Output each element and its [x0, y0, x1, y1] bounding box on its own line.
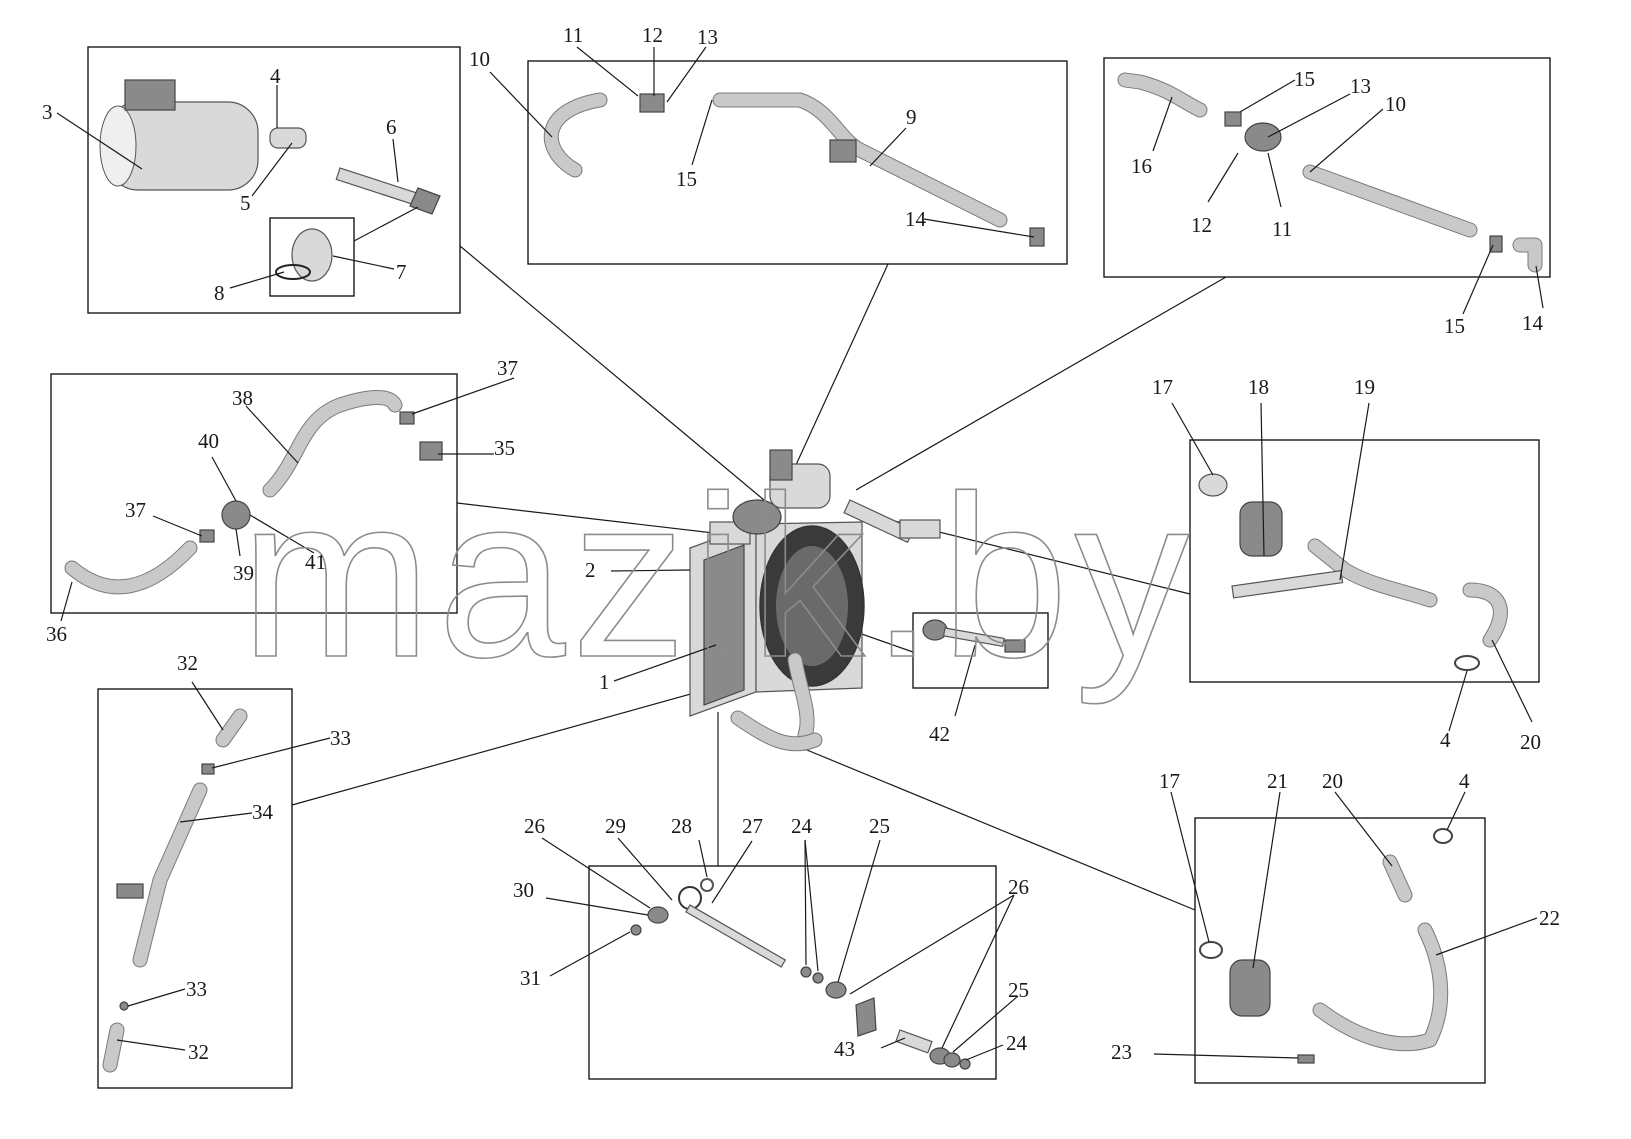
callout-20: 20 [1520, 730, 1541, 754]
detail-box-hose-left [50, 373, 458, 614]
callout-numbers: 3 4 5 6 7 8 10 11 12 13 15 9 14 15 13 10… [42, 23, 1560, 1064]
callout-35: 35 [494, 436, 515, 460]
callout-27: 27 [742, 814, 763, 838]
callout-13: 13 [1350, 74, 1371, 98]
callout-12: 12 [1191, 213, 1212, 237]
callout-4: 4 [1459, 769, 1470, 793]
callout-12: 12 [642, 23, 663, 47]
callout-24: 24 [791, 814, 813, 838]
upper-hose-parts [543, 92, 1045, 247]
callout-15: 15 [1444, 314, 1465, 338]
detail-box-sensor [912, 612, 1049, 689]
callout-33: 33 [330, 726, 351, 750]
detail-box-drain-hose [97, 688, 293, 1089]
callout-3: 3 [42, 100, 53, 124]
callout-10: 10 [1385, 92, 1406, 116]
callout-38: 38 [232, 386, 253, 410]
callout-39: 39 [233, 561, 254, 585]
callout-5: 5 [240, 191, 251, 215]
callout-8: 8 [214, 281, 225, 305]
pipe-assembly-parts [1199, 828, 1453, 1064]
callout-36: 36 [46, 622, 67, 646]
callout-14: 14 [1522, 311, 1544, 335]
callout-37: 37 [497, 356, 518, 380]
detail-box-intake-pipe [1189, 439, 1540, 683]
callout-24: 24 [1006, 1031, 1028, 1055]
callout-2: 2 [585, 558, 596, 582]
callout-25: 25 [1008, 978, 1029, 1002]
radiator-assembly [689, 449, 941, 752]
callout-16: 16 [1131, 154, 1152, 178]
callout-32: 32 [177, 651, 198, 675]
callout-10: 10 [469, 47, 490, 71]
callout-31: 31 [520, 966, 541, 990]
detail-box-cap [269, 217, 355, 297]
detail-box-hose-upper [527, 60, 1068, 265]
callout-42: 42 [929, 722, 950, 746]
callout-26: 26 [524, 814, 545, 838]
callout-43: 43 [834, 1037, 855, 1061]
air-filter-parts [99, 79, 441, 282]
callout-34: 34 [252, 800, 274, 824]
right-hose-parts [1117, 72, 1543, 273]
callout-19: 19 [1354, 375, 1375, 399]
detail-box-air-filter [87, 46, 461, 314]
detail-box-mounting [588, 865, 997, 1080]
detail-box-pipe-assembly [1194, 817, 1486, 1084]
callout-6: 6 [386, 115, 397, 139]
callout-29: 29 [605, 814, 626, 838]
callout-11: 11 [563, 23, 583, 47]
callout-37: 37 [125, 498, 146, 522]
callout-23: 23 [1111, 1040, 1132, 1064]
callout-41: 41 [305, 550, 326, 574]
callout-1: 1 [599, 670, 610, 694]
detail-box-hose-right [1103, 57, 1551, 278]
callout-26: 26 [1008, 875, 1029, 899]
sensor-parts [922, 619, 1026, 653]
leader-lines [56, 46, 1544, 1061]
callout-7: 7 [396, 260, 407, 284]
callout-18: 18 [1248, 375, 1269, 399]
drain-hose-parts [102, 708, 248, 1073]
callout-4: 4 [270, 64, 281, 88]
callout-30: 30 [513, 878, 534, 902]
callout-4: 4 [1440, 728, 1451, 752]
callout-14: 14 [905, 207, 927, 231]
callout-15: 15 [1294, 67, 1315, 91]
callout-25: 25 [869, 814, 890, 838]
callout-17: 17 [1159, 769, 1180, 793]
mounting-parts [630, 878, 971, 1070]
callout-13: 13 [697, 25, 718, 49]
left-hose-parts [64, 390, 443, 595]
callout-28: 28 [671, 814, 692, 838]
callout-15: 15 [676, 167, 697, 191]
watermark: mazik.by [240, 448, 1195, 705]
callout-17: 17 [1152, 375, 1173, 399]
callout-40: 40 [198, 429, 219, 453]
callout-32: 32 [188, 1040, 209, 1064]
callout-9: 9 [906, 105, 917, 129]
callout-22: 22 [1539, 906, 1560, 930]
callout-21: 21 [1267, 769, 1288, 793]
intake-pipe-parts [1198, 473, 1508, 671]
callout-20: 20 [1322, 769, 1343, 793]
box-connector-lines [291, 245, 1227, 911]
callout-11: 11 [1272, 217, 1292, 241]
callout-33: 33 [186, 977, 207, 1001]
